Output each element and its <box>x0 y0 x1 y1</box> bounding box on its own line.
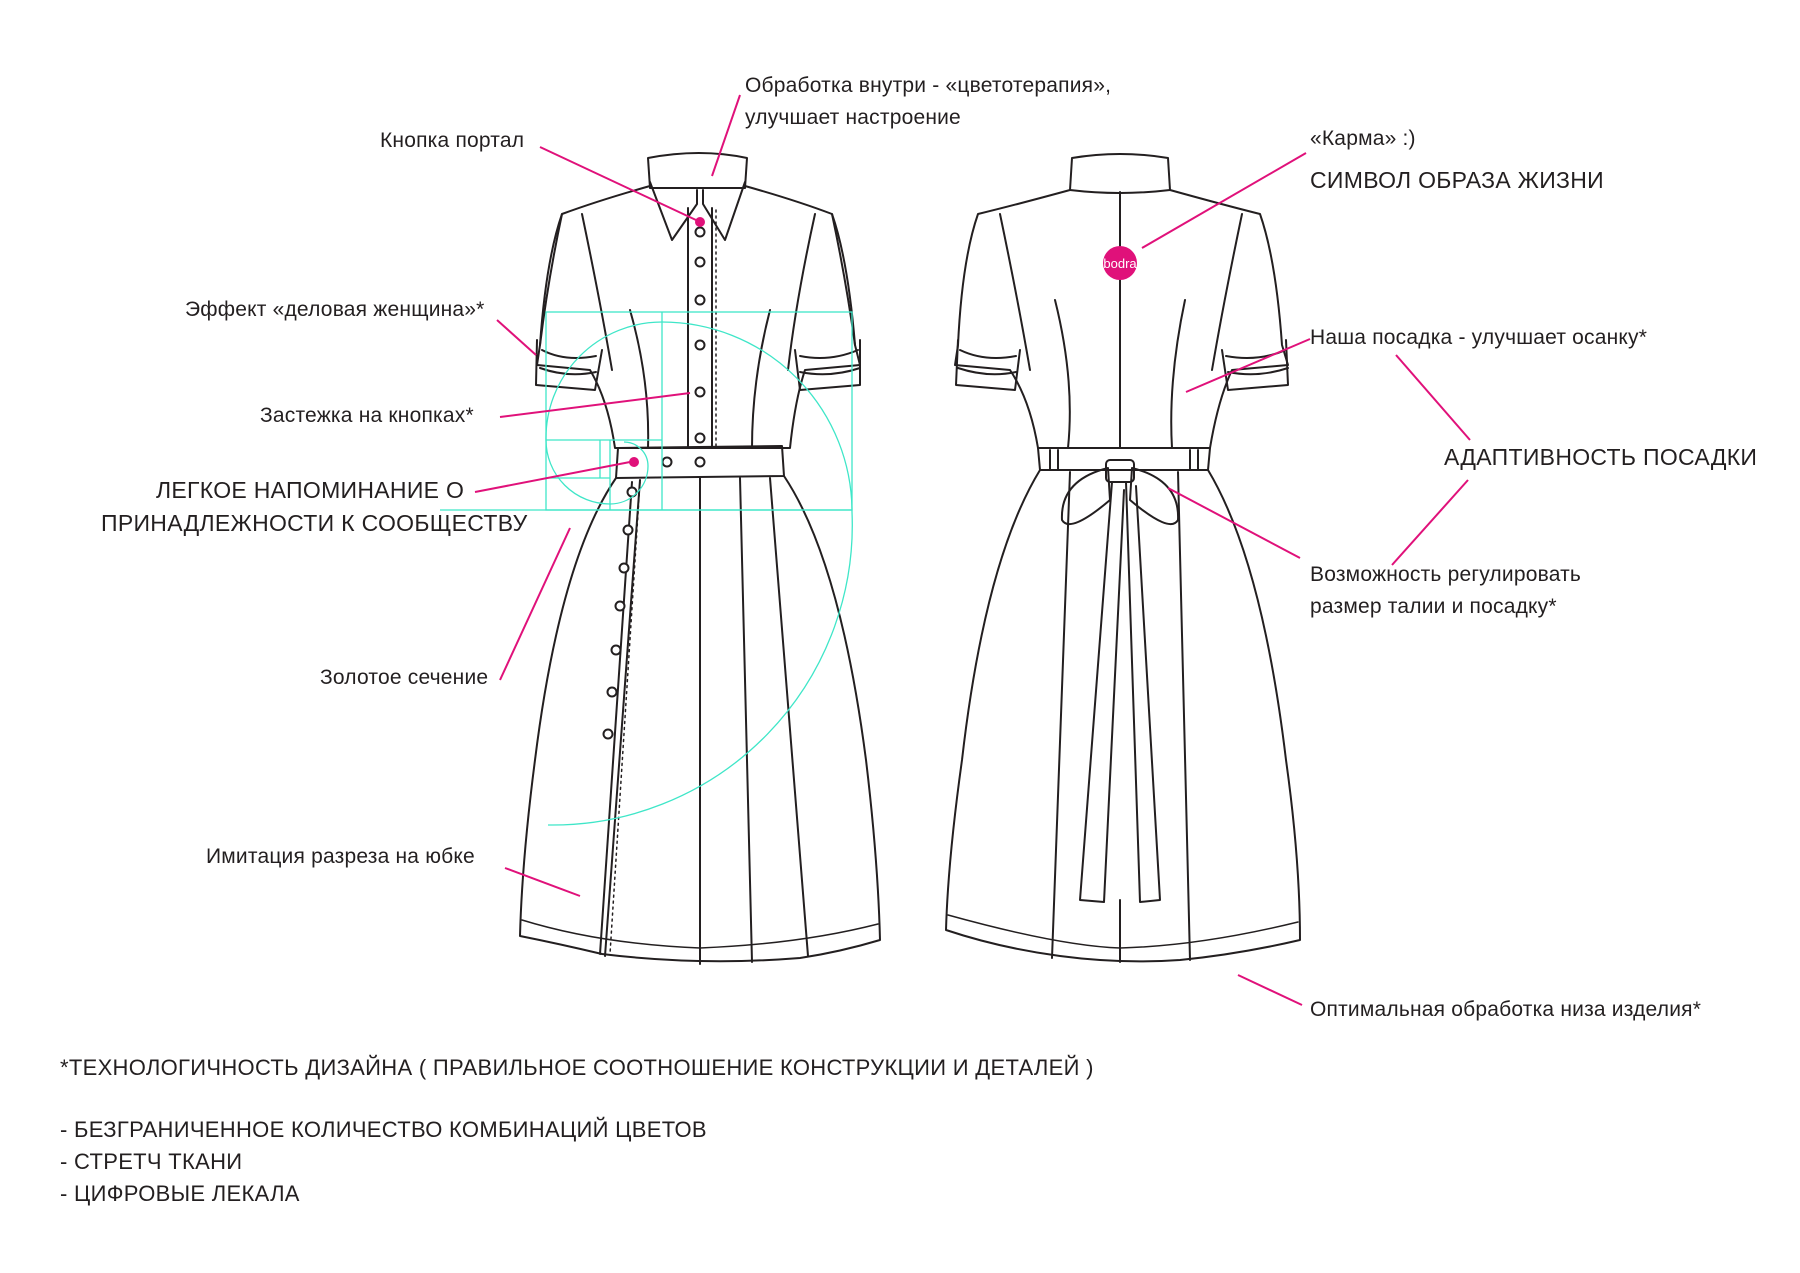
dress-front-view <box>519 152 881 965</box>
dress-back-view <box>945 153 1301 963</box>
label-hem-finish: Оптимальная обработка низа изделия* <box>1310 998 1702 1021</box>
note-item: - БЕЗГРАНИЧЕННОЕ КОЛИЧЕСТВО КОМБИНАЦИЙ Ц… <box>60 1117 707 1142</box>
bodra-logo <box>1103 246 1137 280</box>
label-community-line2: ПРИНАДЛЕЖНОСТИ К СООБЩЕСТВУ <box>101 510 528 536</box>
note-item: - СТРЕТЧ ТКАНИ <box>60 1149 243 1174</box>
label-business-woman: Эффект «деловая женщина»* <box>185 298 485 321</box>
label-adaptive-fit: АДАПТИВНОСТЬ ПОСАДКИ <box>1444 444 1758 470</box>
label-inside-finish-line1: Обработка внутри - «цветотерапия», <box>745 74 1112 97</box>
label-lifestyle-symbol: СИМВОЛ ОБРАЗА ЖИЗНИ <box>1310 167 1604 193</box>
label-inside-finish-line2: улучшает настроение <box>745 106 961 129</box>
label-adjust-line2: размер талии и посадку* <box>1310 595 1557 618</box>
label-adjust-line1: Возможность регулировать <box>1310 563 1582 586</box>
label-skirt-slit: Имитация разреза на юбке <box>206 845 475 868</box>
note-item: - ЦИФРОВЫЕ ЛЕКАЛА <box>60 1181 300 1206</box>
label-portal-button: Кнопка портал <box>380 129 525 152</box>
label-posture-fit: Наша посадка - улучшает осанку* <box>1310 326 1648 349</box>
callout-lines <box>474 94 1471 1006</box>
label-community-line1: ЛЕГКОЕ НАПОМИНАНИЕ О <box>156 477 465 503</box>
note-design-tech: *ТЕХНОЛОГИЧНОСТЬ ДИЗАЙНА ( ПРАВИЛЬНОЕ СО… <box>60 1055 1094 1080</box>
logo-text: bodra <box>1103 256 1137 271</box>
label-golden-ratio: Золотое сечение <box>320 666 489 689</box>
label-button-closure: Застежка на кнопках* <box>260 404 474 427</box>
community-button-icon <box>629 457 639 467</box>
portal-button-icon <box>695 217 705 227</box>
front-buttons <box>602 226 706 740</box>
label-karma: «Карма» :) <box>1310 127 1416 150</box>
